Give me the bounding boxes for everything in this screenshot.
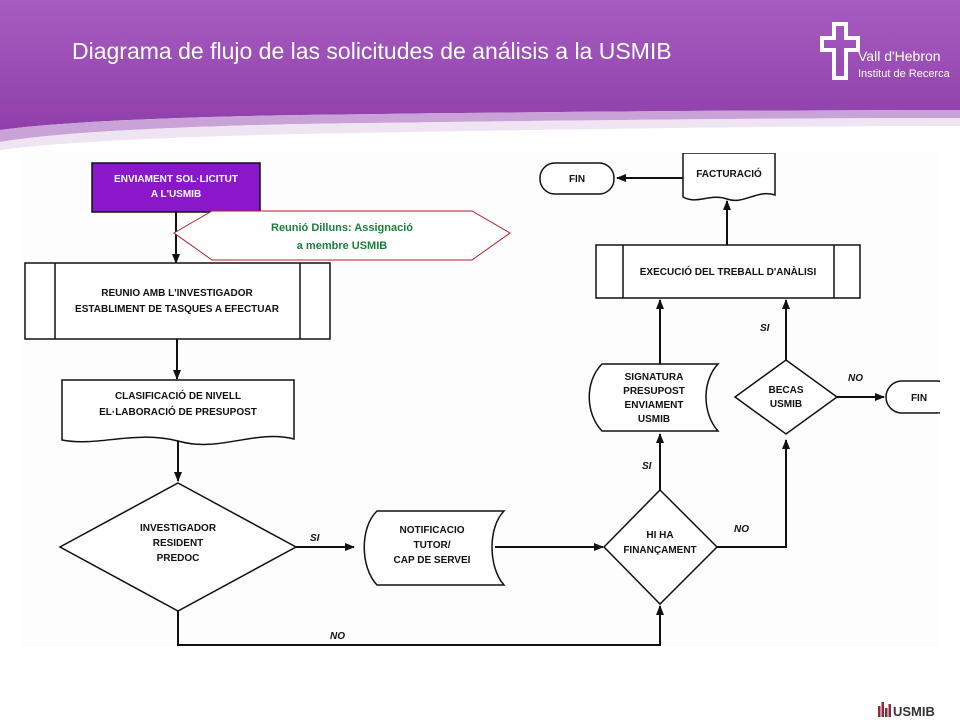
node-investigador-line-1: INVESTIGADOR — [140, 523, 217, 534]
header-band — [0, 0, 960, 150]
node-execucio-treball: EXECUCIÓ DEL TREBALL D'ANÀLISI — [595, 244, 861, 299]
node-reunio-line-2: ESTABLIMENT DE TASQUES A EFECTUAR — [75, 304, 280, 315]
node-financament-line-1: HI HA — [646, 530, 673, 541]
node-execucio-label: EXECUCIÓ DEL TREBALL D'ANÀLISI — [640, 265, 817, 278]
callout-line-2: a membre USMIB — [297, 240, 388, 252]
node-clasificacio-line-2: EL·LABORACIÓ DE PRESUPOST — [99, 405, 257, 418]
node-reunio-line-1: REUNIO AMB L'INVESTIGADOR — [101, 288, 253, 299]
logo-text-vall-hebron: Vall d'Hebron — [858, 48, 941, 64]
node-investigador-line-2: RESIDENT — [153, 538, 204, 549]
node-notificacio-tutor: NOTIFICACIO TUTOR/ CAP DE SERVEI — [363, 510, 506, 586]
node-signatura-line-2: PRESUPOST — [623, 386, 685, 397]
node-notificacio-line-1: NOTIFICACIO — [400, 525, 465, 536]
logo-text-institut: Institut de Recerca — [858, 68, 950, 80]
node-financament-line-2: FINANÇAMENT — [623, 545, 696, 556]
node-decision-becas: BECAS USMIB — [733, 359, 839, 435]
node-notificacio-line-3: CAP DE SERVEI — [394, 555, 471, 566]
node-signatura-line-3: ENVIAMENT — [625, 400, 684, 411]
edge-label-no-financament: NO — [734, 524, 749, 535]
usmib-footer-logo: USMIB — [878, 702, 935, 718]
node-fin-right-label: FIN — [911, 393, 927, 404]
edge-label-no-investigador: NO — [330, 631, 345, 642]
flowchart: ENVIAMENT SOL·LICITUT A L'USMIB Reunió D… — [22, 153, 940, 646]
node-becas-line-1: BECAS — [768, 385, 803, 396]
node-enviament-line-1: ENVIAMENT SOL·LICITUT — [114, 174, 238, 185]
callout-reunio-dilluns: Reunió Dilluns: Assignació a membre USMI… — [173, 210, 511, 261]
node-enviament-line-2: A L'USMIB — [151, 189, 201, 200]
callout-line-1: Reunió Dilluns: Assignació — [271, 222, 413, 234]
node-reunio-investigador: REUNIO AMB L'INVESTIGADOR ESTABLIMENT DE… — [24, 262, 331, 340]
node-facturacio: FACTURACIÓ — [682, 153, 776, 202]
node-investigador-line-3: PREDOC — [157, 553, 200, 564]
node-decision-financament: HI HA FINANÇAMENT — [602, 488, 719, 606]
edge-investigador-financament-no — [177, 605, 664, 646]
node-fin-top-label: FIN — [569, 174, 585, 185]
vall-hebron-cross-logo — [820, 22, 860, 80]
node-signatura-presupost: SIGNATURA PRESUPOST ENVIAMENT USMIB — [588, 363, 720, 432]
node-becas-line-2: USMIB — [770, 399, 802, 410]
page-title: Diagrama de flujo de las solicitudes de … — [72, 38, 672, 64]
node-clasificacio-line-1: CLASIFICACIÓ DE NIVELL — [115, 389, 241, 402]
node-notificacio-line-2: TUTOR/ — [413, 540, 450, 551]
node-signatura-line-1: SIGNATURA — [625, 372, 684, 383]
edge-label-no-becas: NO — [848, 373, 863, 384]
node-fin-right: FIN — [885, 380, 940, 414]
edge-label-si-becas: SI — [760, 323, 770, 334]
node-signatura-line-4: USMIB — [638, 414, 670, 425]
edge-financament-becas — [717, 439, 790, 548]
node-enviament-solicitud: ENVIAMENT SOL·LICITUT A L'USMIB — [91, 162, 261, 213]
node-fin-top: FIN — [539, 162, 615, 195]
node-facturacio-label: FACTURACIÓ — [696, 167, 762, 180]
edge-label-si-financament: SI — [642, 461, 652, 472]
edge-label-si-investigador: SI — [310, 533, 320, 544]
node-clasificacio-nivell: CLASIFICACIÓ DE NIVELL EL·LABORACIÓ DE P… — [61, 379, 295, 446]
usmib-footer-text: USMIB — [893, 704, 935, 718]
